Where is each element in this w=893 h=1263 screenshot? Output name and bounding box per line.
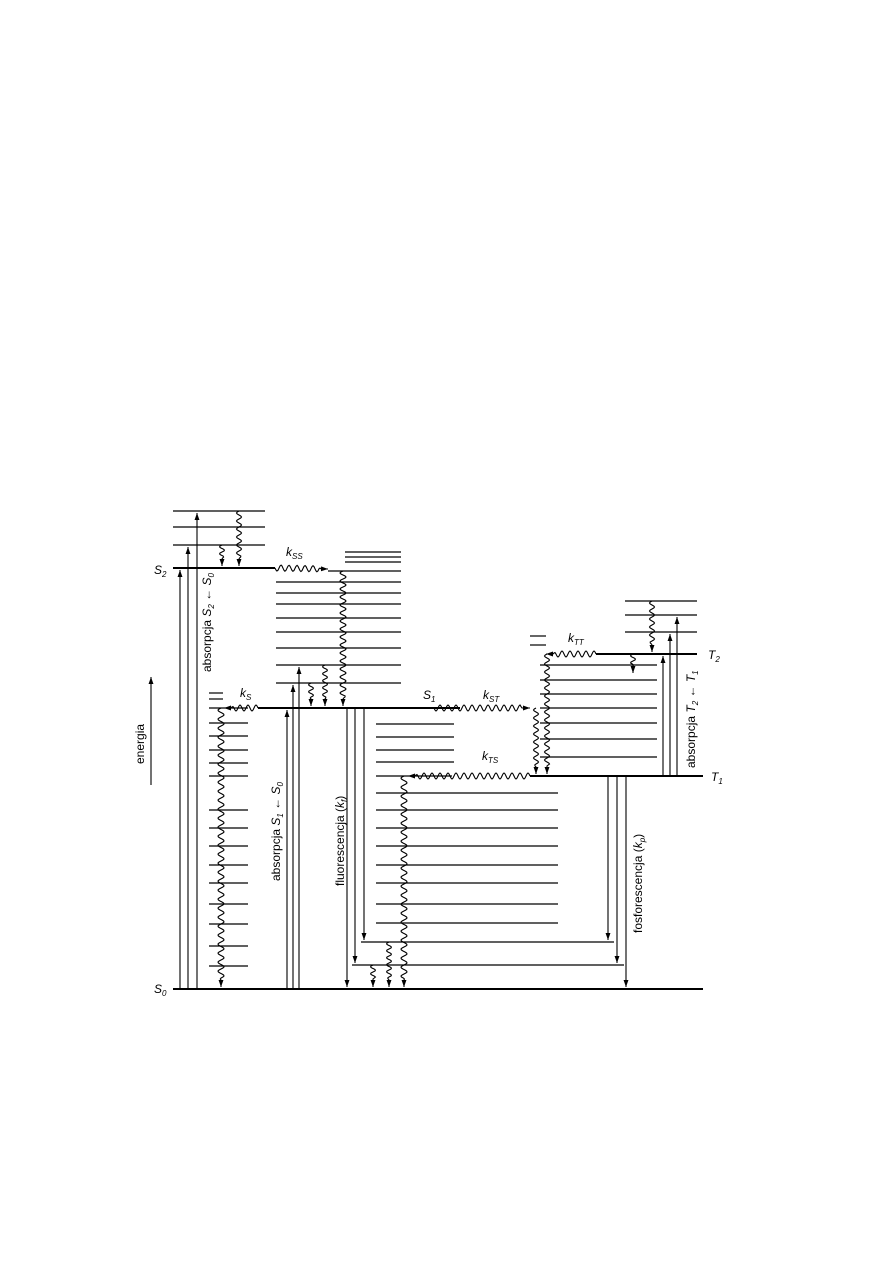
internal-conversion-ks-arrow: [224, 704, 259, 712]
phosphorescence-label: fosforescencja (kp): [631, 834, 647, 933]
absorption-s1-s0-label: absorpcja S1 ← S0: [269, 781, 285, 881]
nonradiative-arrows: [217, 510, 656, 987]
intersystem-crossing-kst-arrow: [433, 704, 530, 712]
ktt-label: kTT: [568, 631, 585, 647]
absorption-t2-t1-label: absorpcja T2 ← T1: [684, 670, 700, 768]
energy-levels: [173, 510, 703, 990]
vibrational-relaxation-arrow: [321, 664, 329, 706]
s1-label: S1: [423, 688, 435, 704]
vibrational-relaxation-arrow: [648, 600, 656, 652]
fluorescence-label: fluorescencja (kf): [333, 796, 349, 886]
s0-label: S0: [154, 982, 167, 998]
radiative-arrows: [148, 513, 680, 989]
internal-conversion-ktt-arrow: [546, 650, 597, 658]
kst-label: kST: [483, 688, 500, 704]
kts-label: kTS: [482, 749, 499, 765]
vibrational-relaxation-arrow: [218, 544, 226, 566]
vibrational-relaxation-arrow: [235, 510, 243, 566]
vibrational-relaxation-arrow: [532, 707, 540, 774]
energy-axis-label: energia: [133, 724, 147, 764]
t1-label: T1: [711, 770, 723, 786]
labels: S2 S0 S1 T2 T1 kSS kS kST kTS kTT energi…: [133, 545, 723, 998]
vibrational-relaxation-arrow: [217, 707, 225, 987]
vibrational-relaxation-arrow: [543, 653, 551, 774]
vibrational-relaxation-arrow: [307, 682, 315, 706]
absorption-s2-s0-label: absorpcja S2 ← S0: [200, 572, 216, 672]
s2-label: S2: [154, 563, 167, 579]
vibrational-relaxation-arrow: [339, 570, 347, 706]
ks-label: kS: [240, 686, 252, 702]
t2-label: T2: [708, 648, 720, 664]
internal-conversion-kss-arrow: [274, 564, 329, 573]
kss-label: kSS: [286, 545, 303, 561]
vibrational-relaxation-arrow: [369, 964, 377, 987]
vibrational-relaxation-arrow: [400, 775, 408, 987]
vibrational-relaxation-arrow: [629, 653, 637, 673]
vibrational-relaxation-arrow: [385, 941, 393, 987]
intersystem-crossing-kts-arrow: [408, 772, 531, 780]
